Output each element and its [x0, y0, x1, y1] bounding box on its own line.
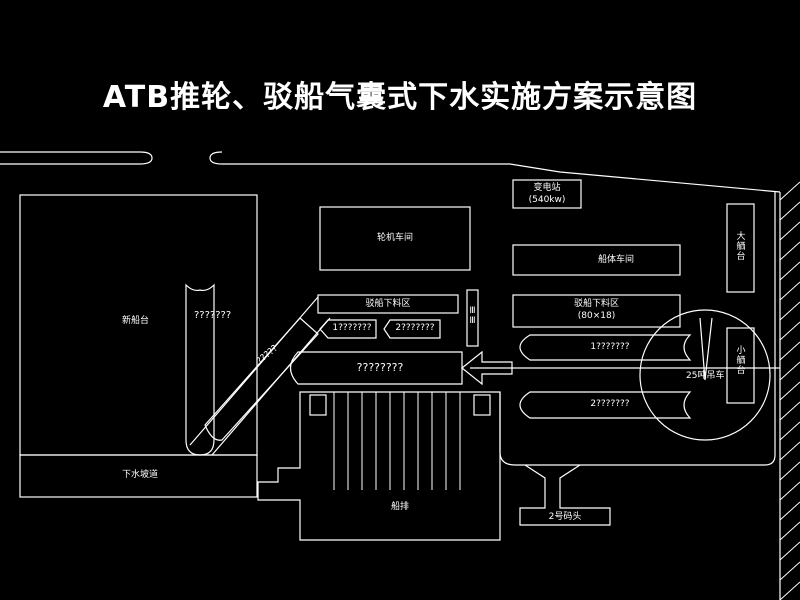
dock-2-outline	[519, 464, 611, 526]
small-platform-rect	[726, 327, 755, 404]
right-hull-2	[519, 391, 692, 419]
diagonal-hull-shape	[204, 317, 319, 441]
hull-workshop-rect	[512, 244, 681, 276]
substation-rect	[512, 179, 582, 209]
small-piece-left-label: 1???????	[332, 323, 372, 333]
crane-circle	[639, 309, 771, 441]
barge-area-left-label: 驳船下料区	[365, 299, 411, 309]
slipway-yard-outline	[257, 391, 501, 541]
small-vertical-box-label: ⅢⅢ	[469, 306, 476, 326]
new-berth-label: 新船台	[122, 316, 150, 326]
slipway-rails	[333, 391, 461, 490]
top-boundary-left	[0, 151, 153, 165]
top-boundary-right	[209, 151, 781, 193]
yard-bollard-right	[473, 394, 491, 416]
right-hull-1	[519, 334, 692, 361]
large-platform-label: 大舾台	[736, 232, 746, 262]
substation-capacity-label: (540kw)	[528, 195, 566, 205]
central-hull-shape	[289, 351, 463, 385]
crane-label: 25吨吊车	[686, 371, 725, 381]
yard-bollard-left	[309, 394, 327, 416]
small-platform-label: 小舾台	[736, 346, 746, 376]
barge-area-right-label: 驳船下料区	[573, 299, 619, 309]
berth-hull-shape	[185, 283, 215, 456]
page-title: ATB推轮、驳船气囊式下水实施方案示意图	[102, 80, 698, 115]
crane-boom	[699, 317, 713, 381]
small-vertical-box	[466, 289, 479, 347]
berth-hull-question-marks: ???????	[194, 310, 232, 321]
slipway-yard-label: 船排	[390, 502, 409, 512]
processing-workshop-label: 轮机车间	[376, 233, 413, 243]
large-platform-rect	[726, 203, 755, 293]
launch-slipway-label: 下水坡道	[122, 470, 159, 480]
barge-area-left-rect	[317, 294, 459, 314]
central-hull-label: ????????	[356, 361, 404, 374]
hull-workshop-label: 船体车间	[598, 255, 635, 265]
shore-hatching	[779, 181, 800, 600]
right-hull-1-label: 1???????	[590, 342, 630, 352]
small-piece-right-label: 2???????	[395, 323, 435, 333]
substation-label: 变电站	[533, 183, 561, 193]
small-piece-left	[319, 319, 377, 339]
barge-area-right-rect	[512, 294, 681, 328]
processing-workshop-rect	[319, 206, 471, 271]
launch-slipway-rect	[19, 454, 258, 498]
small-piece-right	[383, 319, 441, 339]
dock-2-label: 2号码头	[548, 512, 582, 522]
right-hull-2-label: 2???????	[590, 399, 630, 409]
barge-area-right-size-label: (80×18)	[577, 311, 616, 321]
site-boundary-bottom	[499, 192, 776, 466]
